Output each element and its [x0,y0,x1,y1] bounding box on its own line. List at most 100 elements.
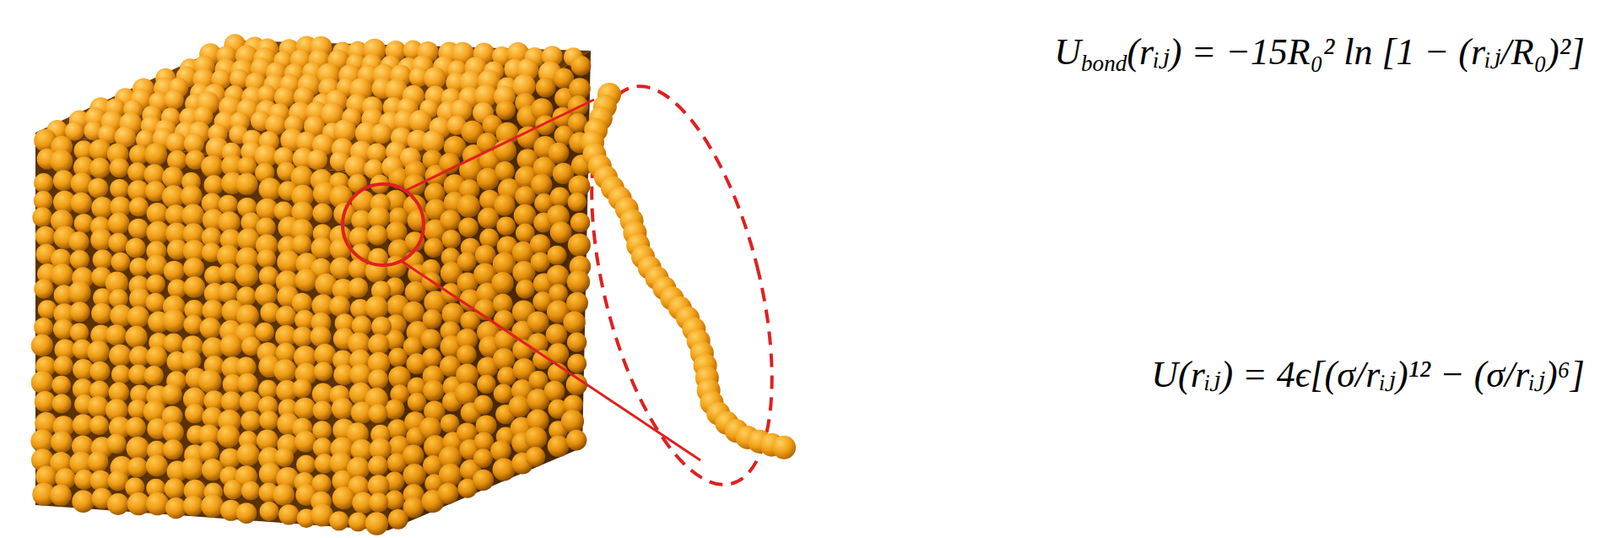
bead [200,317,222,339]
bead [33,172,54,193]
bond-potential-equation: Ubond(rᵢⱼ) = −15R₀² ln [1 − (rᵢⱼ/R₀)²] [1054,30,1585,78]
bead [236,502,258,524]
zoom-circle [342,183,424,265]
bead [53,169,75,191]
bead [312,420,332,440]
bead [409,109,433,133]
bead [68,281,92,304]
bead [31,370,55,394]
bead [570,55,591,76]
bead [545,323,568,345]
bead [129,196,149,217]
lennard-jones-equation: U(rᵢⱼ) = 4ϵ[(σ/rᵢⱼ)¹² − (σ/rᵢⱼ)⁶] [1151,352,1585,398]
bead [473,448,493,468]
bead [329,510,349,530]
bead [457,252,477,272]
bead [562,310,585,333]
bead [331,397,354,420]
bead [53,355,73,375]
bead [200,155,223,178]
bead [89,157,111,179]
bead [491,271,514,295]
cube-right-face [383,55,593,530]
bead [216,424,240,448]
equation-text: U [1054,31,1082,73]
bead [162,438,184,460]
bead [458,216,479,238]
bead [365,511,389,535]
bead [385,221,407,243]
bead [566,429,588,451]
bead [126,436,150,460]
bead [162,308,185,332]
bead [164,477,185,498]
bead [180,184,203,207]
bead [490,439,512,461]
bead [567,192,588,212]
chain-bead [772,435,796,460]
bead [456,344,477,365]
bead [547,435,570,458]
bead [535,77,557,98]
bead [423,237,444,258]
bead [259,501,280,521]
bead [473,394,493,415]
bead [70,323,90,343]
bead [475,244,497,266]
bead [127,305,150,328]
bead [217,282,238,303]
bead [367,454,389,476]
bead [403,496,425,518]
bead [166,132,187,153]
bead [184,403,205,423]
bead [237,372,259,395]
bead [278,503,299,525]
bead [110,252,130,272]
bead [74,213,94,233]
bead [125,416,146,438]
bead [371,316,392,337]
bead [108,344,132,368]
bead [108,212,130,235]
bead [422,379,444,401]
bead [239,390,262,413]
bead [437,482,460,504]
bead [198,369,222,393]
bead [273,358,297,382]
bead [312,203,332,223]
polymer-chain [580,82,796,460]
bead [183,257,205,279]
bead [105,324,127,346]
bead [439,210,461,232]
bead [218,262,238,282]
bead [161,383,183,406]
bead [291,234,312,255]
bead [145,274,166,294]
bead [550,187,570,207]
bead [524,426,547,449]
bead [472,469,494,491]
equation-text: bond [1081,50,1128,76]
bead [235,172,258,195]
bead [441,229,461,249]
bead [293,397,316,420]
bead [33,317,54,337]
bead [218,194,238,215]
zoom-line [405,99,595,191]
bead [567,233,591,257]
chain-backbone [592,94,785,448]
cube-top-face [46,33,583,179]
cube-front-ground [35,132,389,530]
bead [145,454,168,476]
bead [402,463,426,487]
bead [259,178,282,201]
equation-text: U(rᵢⱼ) = 4ϵ[(σ/rᵢⱼ)¹² − (σ/rᵢⱼ)⁶] [1151,353,1585,395]
bead [164,89,184,109]
zoom-ellipse [556,68,807,503]
bead [125,237,146,259]
bead [310,325,332,347]
bead [52,393,72,413]
bead [236,443,260,466]
bead [108,232,129,254]
bead [496,216,516,237]
